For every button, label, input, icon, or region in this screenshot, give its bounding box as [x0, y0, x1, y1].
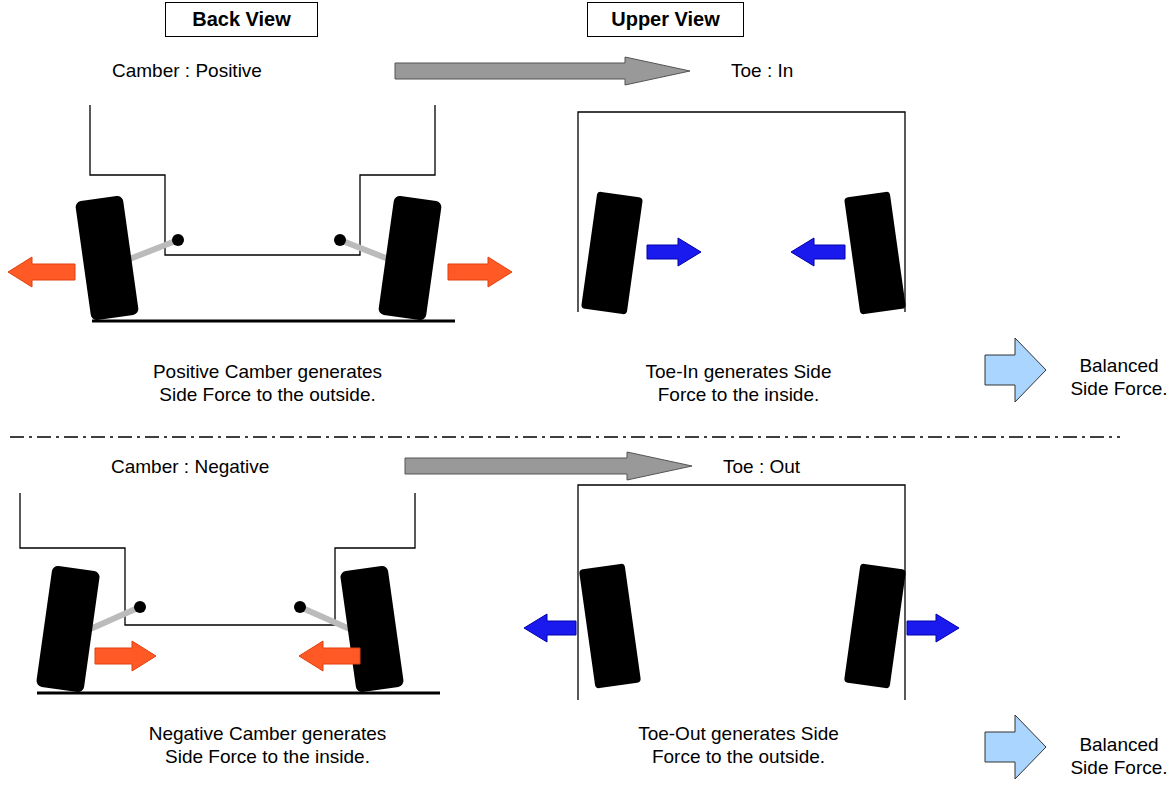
camber-label: Camber : Positive [112, 59, 262, 82]
result-arrow [985, 715, 1046, 779]
side-force-arrow [791, 238, 845, 266]
process-arrow [405, 452, 692, 480]
separator-line [10, 436, 1120, 438]
caption: Positive Camber generates Side Force to … [140, 360, 395, 406]
pivot-dot [172, 234, 184, 246]
side-force-arrow [299, 641, 360, 671]
wheel [340, 565, 405, 692]
wheel [75, 195, 139, 321]
side-force-arrow [647, 238, 701, 266]
toe-label: Toe : Out [723, 455, 800, 478]
result-label: Balanced Side Force. [1069, 354, 1169, 400]
view-title-box: Back View [165, 2, 318, 37]
suspension-arm [88, 607, 140, 630]
wheel [579, 563, 641, 688]
result-label: Balanced Side Force. [1069, 733, 1169, 779]
toe-label: Toe : In [731, 59, 793, 82]
wheel [36, 565, 101, 692]
ground-line [92, 320, 455, 323]
view-title: Upper View [602, 8, 729, 31]
wheel [844, 563, 906, 688]
process-arrow [395, 57, 690, 85]
ground-line [37, 692, 440, 695]
pivot-dot [334, 234, 346, 246]
side-force-arrow [524, 614, 576, 642]
camber-label: Camber : Negative [111, 455, 269, 478]
suspension-arm [300, 607, 352, 630]
wheel [378, 195, 442, 321]
wheel [844, 191, 906, 314]
wheel [581, 191, 643, 314]
side-force-arrow [907, 614, 959, 642]
result-arrow [985, 338, 1046, 402]
caption: Toe-Out generates Side Force to the outs… [621, 722, 856, 768]
pivot-dot [294, 601, 306, 613]
caption: Negative Camber generates Side Force to … [140, 722, 395, 768]
side-force-arrow [8, 257, 75, 287]
side-force-arrow [448, 257, 512, 287]
view-title: Back View [180, 8, 303, 31]
caption: Toe-In generates Side Force to the insid… [631, 360, 846, 406]
pivot-dot [134, 601, 146, 613]
body-outline [90, 105, 435, 255]
view-title-box: Upper View [587, 2, 744, 37]
side-force-arrow [95, 641, 156, 671]
